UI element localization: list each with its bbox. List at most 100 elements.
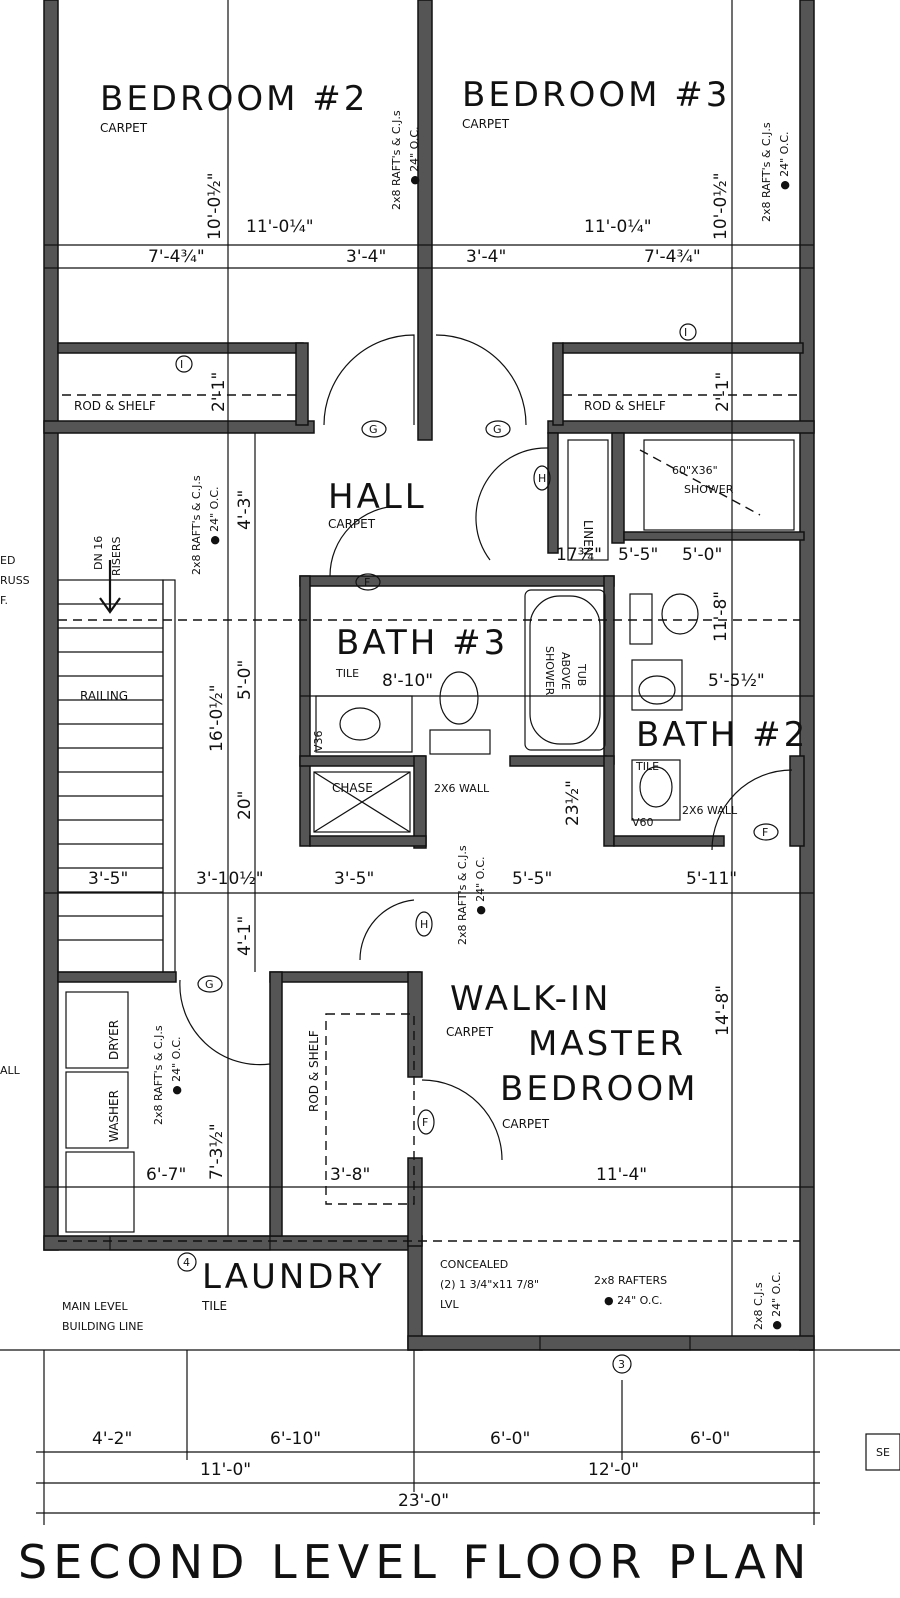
- dim-5-5-b: 5'-5": [512, 869, 552, 889]
- wall-2x6-a: 2X6 WALL: [434, 782, 490, 795]
- tag-f2: F: [422, 1116, 428, 1129]
- dim-7-4-b: 7'-4¾": [644, 247, 701, 267]
- tub-label-1: SHOWER: [543, 646, 556, 696]
- dim-2-1-b: 2'-1": [713, 372, 733, 412]
- v60-label: V60: [632, 816, 654, 829]
- dim-20: 20": [235, 791, 255, 820]
- hall-floor: CARPET: [328, 517, 376, 531]
- dim-17-75: 17¾": [556, 545, 602, 565]
- mid-rafters: 2x8 RAFT's & C.J.s: [456, 845, 469, 945]
- dim-3-5-b: 3'-5": [334, 869, 374, 889]
- master-name-1: MASTER: [528, 1024, 686, 1064]
- bedroom-2-rafters: 2x8 RAFT's & C.J.s: [390, 110, 403, 210]
- dimension-lines: [0, 0, 900, 1525]
- tag-h1: H: [538, 472, 546, 485]
- dim-bottom-6-0-a: 6'-0": [490, 1429, 530, 1449]
- laundry-floor: TILE: [201, 1299, 227, 1313]
- walk-in-name: WALK-IN: [450, 979, 611, 1019]
- tag-f3: F: [762, 826, 768, 839]
- dim-11-8: 11'-8": [711, 591, 731, 642]
- concealed-3: LVL: [440, 1298, 459, 1311]
- plan-title: SECOND LEVEL FLOOR PLAN: [18, 1535, 812, 1589]
- edge-note-2: RUSS: [0, 574, 30, 587]
- concealed-1: CONCEALED: [440, 1258, 508, 1271]
- tag-3: 3: [618, 1358, 625, 1371]
- stairs: [57, 560, 176, 973]
- dim-4-3: 4'-3": [235, 490, 255, 530]
- hall-oc: ● 24" O.C.: [208, 486, 221, 545]
- chase-label: CHASE: [332, 781, 373, 795]
- hall-rafters: 2x8 RAFT's & C.J.s: [190, 475, 203, 575]
- dim-bed3-height: 10'-0½": [711, 172, 731, 240]
- section-marker-box: [865, 1433, 900, 1471]
- dim-7-4-a: 7'-4¾": [148, 247, 205, 267]
- bath-3-name: BATH #3: [336, 623, 508, 663]
- dim-bottom-4-2: 4'-2": [92, 1429, 132, 1449]
- tag-g1: G: [369, 423, 378, 436]
- dim-bed3-width: 11'-0¼": [584, 217, 652, 237]
- dim-5-5-5: 5'-5½": [708, 671, 765, 691]
- dashed-lines: [58, 394, 800, 1242]
- right-oc: ● 24" O.C.: [770, 1271, 783, 1330]
- bedroom-3-oc: ● 24" O.C.: [778, 131, 791, 190]
- rod-shelf-right: ROD & SHELF: [584, 399, 666, 413]
- rafters-2x8: 2x8 RAFTERS: [594, 1274, 667, 1287]
- main-level-2: BUILDING LINE: [62, 1320, 144, 1333]
- linen-label: LINEN: [581, 520, 595, 556]
- tag-4: 4: [183, 1256, 190, 1269]
- fixtures: [65, 439, 795, 1233]
- wall-2x6-b: 2X6 WALL: [682, 804, 738, 817]
- dim-16-0-5: 16'-0½": [207, 684, 227, 752]
- tub-label-2: ABOVE: [559, 652, 572, 690]
- dim-5-0-b: 5'-0": [235, 660, 255, 700]
- dim-3-8: 3'-8": [330, 1165, 370, 1185]
- dim-14-8: 14'-8": [713, 985, 733, 1036]
- dim-3-4-a: 3'-4": [346, 247, 386, 267]
- dim-23-5: 23½": [563, 780, 583, 826]
- dim-5-5: 5'-5": [618, 545, 658, 565]
- dim-bottom-12-0: 12'-0": [588, 1460, 639, 1480]
- dim-bottom-6-10: 6'-10": [270, 1429, 321, 1449]
- v36-label: V36: [312, 730, 325, 752]
- bedroom-2-name: BEDROOM #2: [100, 79, 368, 119]
- right-cj: 2x8 C.J.s: [752, 1282, 765, 1330]
- tag-h2: H: [420, 918, 428, 931]
- rod-shelf-left: ROD & SHELF: [74, 399, 156, 413]
- dim-3-10-5: 3'-10½": [196, 869, 264, 889]
- dim-3-5-a: 3'-5": [88, 869, 128, 889]
- tag-f1: F: [364, 576, 370, 589]
- edge-note-se: SE: [876, 1446, 890, 1459]
- bedroom-2-floor: CARPET: [100, 121, 148, 135]
- washer-label: WASHER: [107, 1090, 121, 1142]
- edge-note-3: F.: [0, 594, 8, 607]
- edge-note-4: ALL: [0, 1064, 21, 1077]
- dim-5-11: 5'-11": [686, 869, 737, 889]
- dim-bed2-width: 11'-0¼": [246, 217, 314, 237]
- dim-bottom-11-0: 11'-0": [200, 1460, 251, 1480]
- rod-shelf-walkin: ROD & SHELF: [307, 1030, 321, 1112]
- laundry-oc: ● 24" O.C.: [170, 1036, 183, 1095]
- concealed-2: (2) 1 3/4"x11 7/8": [440, 1278, 539, 1291]
- rafters-2x8-oc: ● 24" O.C.: [604, 1294, 663, 1307]
- dim-bottom-23-0: 23'-0": [398, 1491, 449, 1511]
- bath-2-name: BATH #2: [636, 715, 808, 755]
- dim-5-0-a: 5'-0": [682, 545, 722, 565]
- tub-label-3: TUB: [575, 663, 588, 686]
- shower-label: SHOWER: [684, 483, 734, 496]
- tag-g3: G: [205, 978, 214, 991]
- bedroom-3-rafters: 2x8 RAFT's & C.J.s: [760, 122, 773, 222]
- dim-11-4: 11'-4": [596, 1165, 647, 1185]
- dim-4-1: 4'-1": [235, 916, 255, 956]
- dim-6-7: 6'-7": [146, 1165, 186, 1185]
- stairs-label-2: RISERS: [110, 537, 123, 576]
- mid-oc: ● 24" O.C.: [474, 856, 487, 915]
- bath-2-floor: TILE: [635, 760, 659, 773]
- stairs-label-1: DN 16: [92, 536, 105, 570]
- laundry-rafters: 2x8 RAFT's & C.J.s: [152, 1025, 165, 1125]
- main-level-1: MAIN LEVEL: [62, 1300, 129, 1313]
- bath-3-floor: TILE: [335, 667, 359, 680]
- dim-7-3-5: 7'-3½": [207, 1123, 227, 1180]
- bedroom-2-oc: ● 24" O.C.: [408, 126, 421, 185]
- tag-g2: G: [493, 423, 502, 436]
